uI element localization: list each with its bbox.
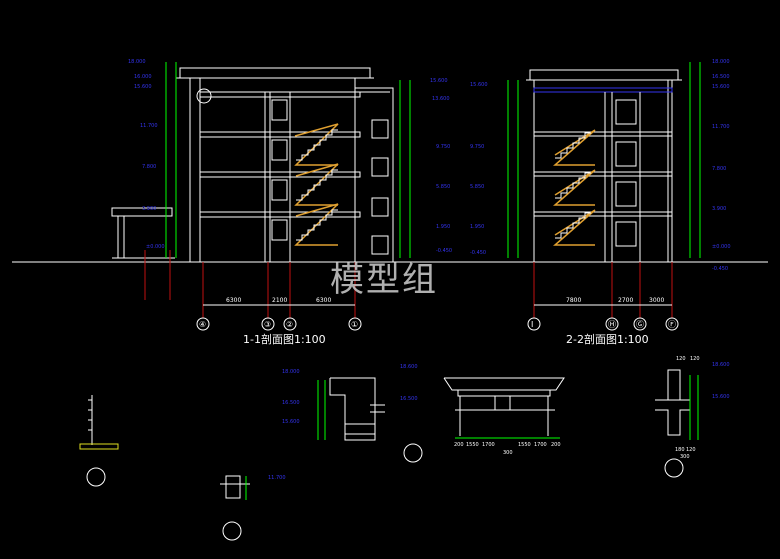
section-2-axis-bubbles [527, 317, 679, 331]
section-2-axis-lines [533, 262, 673, 318]
section-1-right-elev-0: 15.600 [430, 78, 448, 84]
section-1-title: 1-1剖面图1:100 [243, 333, 326, 346]
section-2-axis-g: Ⓖ [636, 320, 644, 329]
section-2-title: 2-2剖面图1:100 [566, 333, 649, 346]
detail-d-parapet [655, 369, 699, 478]
detail-b-elev-1: 16.500 [400, 396, 418, 402]
section-2-dim-3: 3000 [649, 297, 664, 304]
section-1-left-elev-6: ±0.000 [146, 244, 165, 250]
detail-b-elev-0: 18.600 [400, 364, 418, 370]
section-2-right-elev-3: 11.700 [712, 124, 730, 130]
section-2-right-elev-5: 3.900 [712, 206, 726, 212]
detail-a-elev-0: 18.000 [282, 369, 300, 375]
section-2-left-elev-2: 5.850 [470, 184, 484, 190]
detail-b-dim-0: 200 [454, 442, 464, 448]
section-1-left-elev-3: 11.700 [140, 123, 158, 129]
section-2-axis-f: Ⓕ [668, 320, 676, 329]
detail-left-post [79, 395, 119, 487]
section-1-right-elev-4: 1.950 [436, 224, 450, 230]
section-1-right-elev-2: 9.750 [436, 144, 450, 150]
section-1-axis-4: ④ [199, 320, 206, 329]
section-1-dim-3: 6300 [316, 297, 331, 304]
detail-d-dim-2: 180 [675, 447, 685, 453]
section-1-axis-lines [144, 250, 356, 318]
detail-b-dim-1: 1550 [466, 442, 479, 448]
section-1-axis-3: ③ [264, 320, 271, 329]
section-2-right-elev-7: -0.450 [712, 266, 728, 272]
detail-b-dim-4: 1700 [534, 442, 547, 448]
detail-b-dim-2: 1700 [482, 442, 495, 448]
section-1-right-elev-5: -0.450 [436, 248, 452, 254]
section-1-left-elev-0: 18.000 [128, 59, 146, 65]
section-2-right-elev-4: 7.800 [712, 166, 726, 172]
detail-b-canopy [403, 377, 565, 463]
section-2-dim-2: 2700 [618, 297, 633, 304]
section-2-axis-h: Ⓗ [608, 320, 616, 329]
detail-b-dim-3: 1550 [518, 442, 531, 448]
section-2-right-elev-1: 16.500 [712, 74, 730, 80]
detail-a-elev-2: 15.600 [282, 419, 300, 425]
section-1-axis-2: ② [286, 320, 293, 329]
detail-b-dim-6: 300 [503, 450, 513, 456]
section-1-right-elev-3: 5.850 [436, 184, 450, 190]
detail-b-dim-5: 200 [551, 442, 561, 448]
section-1-building [111, 67, 394, 263]
detail-a-cornice [317, 377, 385, 441]
section-2-right-elev-2: 15.600 [712, 84, 730, 90]
section-2-right-elev-0: 18.000 [712, 59, 730, 65]
section-1-axis-bubbles [196, 317, 362, 331]
section-1-left-elev-5: 3.900 [142, 206, 156, 212]
detail-c-elev-0: 11.700 [268, 475, 286, 481]
section-2-right-elev-6: ±0.000 [712, 244, 731, 250]
section-2-dim-ticks [507, 62, 701, 258]
section-1-left-elev-2: 15.600 [134, 84, 152, 90]
detail-d-dim-4: 300 [680, 454, 690, 460]
section-1-dim-2: 2100 [272, 297, 287, 304]
section-1-right-elev-1: 13.600 [432, 96, 450, 102]
watermark-text: 模型组 [330, 260, 438, 300]
section-2-building [526, 69, 682, 262]
section-1-right-dim-ticks [399, 80, 411, 258]
section-1-dim-1: 6300 [226, 297, 241, 304]
detail-d-elev-0: 18.600 [712, 362, 730, 368]
section-2-stair-steps [555, 132, 591, 239]
detail-a-elev-1: 16.500 [282, 400, 300, 406]
section-2-left-elev-4: -0.450 [470, 250, 486, 256]
section-1-axis-1: ① [351, 320, 358, 329]
detail-d-elev-1: 15.600 [712, 394, 730, 400]
section-2-left-elev-3: 1.950 [470, 224, 484, 230]
section-2-left-elev-0: 15.600 [470, 82, 488, 88]
detail-d-dim-1: 120 [690, 356, 700, 362]
detail-d-dim-3: 120 [686, 447, 696, 453]
section-2-dim-1: 7800 [566, 297, 581, 304]
section-1-left-elev-1: 16.000 [134, 74, 152, 80]
section-2-axis-i: Ⅰ [531, 320, 533, 329]
section-1-left-elev-4: 7.800 [142, 164, 156, 170]
section-1-stair-steps [296, 129, 338, 241]
detail-c-joint [220, 475, 250, 541]
section-2-stairs [553, 129, 596, 246]
section-1-left-dim-ticks [165, 62, 177, 258]
detail-d-dim-0: 120 [676, 356, 686, 362]
section-2-left-elev-1: 9.750 [470, 144, 484, 150]
